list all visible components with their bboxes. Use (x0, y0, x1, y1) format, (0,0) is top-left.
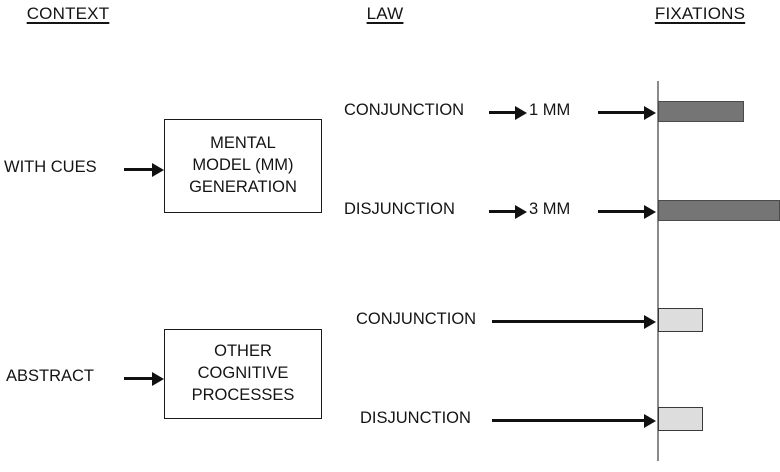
arrow-disjunction-to-3mm-icon (489, 210, 517, 213)
process-box-line: GENERATION (189, 177, 297, 196)
column-header-law: LAW (366, 4, 404, 23)
law-label-disjunction-with-cues: DISJUNCTION (344, 200, 455, 218)
process-box-line: COGNITIVE (197, 364, 289, 383)
fixation-bar-conjunction-abstract (658, 308, 703, 332)
law-label-conjunction-abstract: CONJUNCTION (356, 310, 477, 328)
process-box-line: MENTAL (210, 134, 276, 153)
chart-baseline-axis (657, 81, 659, 461)
fixation-bar-conjunction-with-cues (658, 101, 744, 122)
context-label-abstract: ABSTRACT (6, 367, 95, 385)
process-box-line: MODEL (MM) (192, 156, 294, 175)
mm-count-label-3mm: 3 MM (529, 200, 571, 218)
process-box-line: OTHER (214, 342, 272, 361)
process-box-other-cognitive-processes: OTHER COGNITIVE PROCESSES (164, 329, 322, 419)
mm-count-label-1mm: 1 MM (529, 101, 571, 119)
arrow-with-cues-to-mental-model-icon (124, 168, 154, 171)
arrow-conjunction-abstract-to-bar-icon (492, 320, 646, 323)
column-header-fixations: FIXATIONS (654, 4, 746, 23)
arrow-1mm-to-bar-icon (598, 111, 646, 114)
context-label-with-cues: WITH CUES (4, 158, 97, 176)
law-label-conjunction-with-cues: CONJUNCTION (344, 101, 465, 119)
arrow-conjunction-to-1mm-icon (489, 111, 517, 114)
arrow-3mm-to-bar-icon (598, 210, 646, 213)
fixation-bar-disjunction-with-cues (658, 200, 780, 221)
process-box-mental-model-generation: MENTAL MODEL (MM) GENERATION (164, 119, 322, 213)
fixation-bar-disjunction-abstract (658, 407, 703, 431)
column-header-context: CONTEXT (26, 4, 110, 23)
arrow-disjunction-abstract-to-bar-icon (492, 419, 646, 422)
process-box-line: PROCESSES (191, 385, 295, 404)
law-label-disjunction-abstract: DISJUNCTION (360, 409, 471, 427)
arrow-abstract-to-other-processes-icon (124, 377, 154, 380)
